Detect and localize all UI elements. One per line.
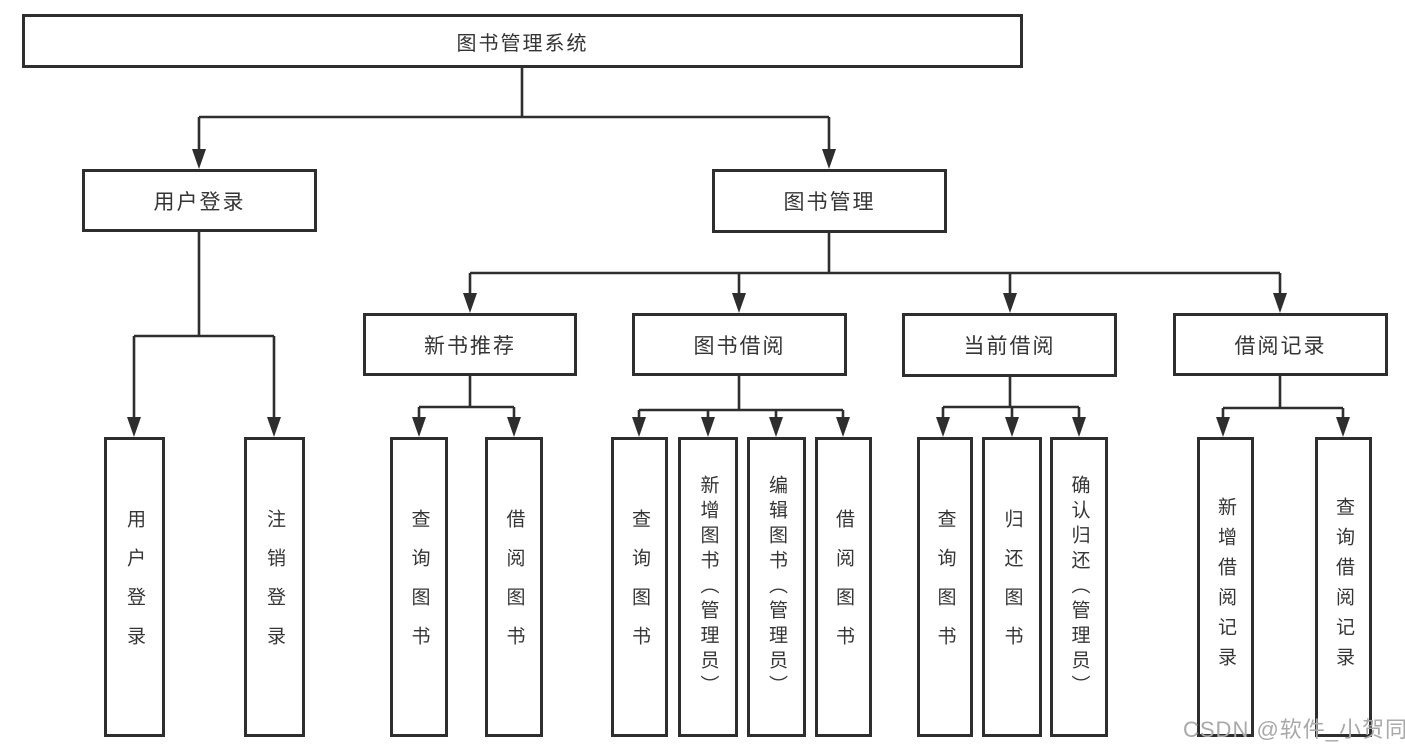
- node-root: 图书管理系统: [22, 14, 1023, 68]
- leaf-logout-label: 注销登录: [264, 509, 285, 665]
- leaf-add-book-admin: 新增图书（管理员）: [678, 437, 738, 737]
- leaf-query-books-3: 查询图书: [917, 437, 973, 737]
- leaf-user-login-label: 用户登录: [124, 509, 145, 665]
- leaf-edit-book-admin-label: 编辑图书（管理员）: [766, 474, 787, 700]
- leaf-add-borrow-record-label: 新增借阅记录: [1215, 497, 1236, 677]
- leaf-edit-book-admin: 编辑图书（管理员）: [747, 437, 806, 737]
- leaf-query-books-1: 查询图书: [390, 437, 448, 737]
- leaf-borrow-books-1: 借阅图书: [485, 437, 543, 737]
- leaf-return-book: 归还图书: [982, 437, 1042, 737]
- leaf-query-books-2-label: 查询图书: [629, 509, 650, 665]
- leaf-logout: 注销登录: [244, 437, 305, 737]
- csdn-watermark: CSDN @软件_小贺同学: [1183, 717, 1405, 742]
- leaf-user-login: 用户登录: [104, 437, 165, 737]
- leaf-query-borrow-record: 查询借阅记录: [1315, 437, 1372, 737]
- leaf-query-books-1-label: 查询图书: [408, 509, 430, 665]
- node-user-login: 用户登录: [82, 169, 317, 232]
- leaf-add-borrow-record: 新增借阅记录: [1197, 437, 1254, 737]
- leaf-confirm-return-admin: 确认归还（管理员）: [1050, 437, 1108, 737]
- leaf-borrow-books-2-label: 借阅图书: [833, 509, 854, 665]
- node-current-borrow: 当前借阅: [902, 313, 1117, 377]
- node-new-book-recommend: 新书推荐: [363, 313, 577, 376]
- leaf-query-borrow-record-label: 查询借阅记录: [1333, 497, 1354, 677]
- node-borrow-records: 借阅记录: [1173, 313, 1388, 376]
- leaf-borrow-books-2: 借阅图书: [815, 437, 872, 737]
- node-book-management: 图书管理: [712, 169, 947, 233]
- leaf-query-books-2: 查询图书: [611, 437, 668, 737]
- leaf-return-book-label: 归还图书: [1001, 509, 1023, 665]
- leaf-borrow-books-1-label: 借阅图书: [503, 509, 525, 665]
- node-book-borrow: 图书借阅: [632, 313, 847, 376]
- leaf-confirm-return-admin-label: 确认归还（管理员）: [1068, 474, 1090, 700]
- leaf-add-book-admin-label: 新增图书（管理员）: [697, 474, 719, 700]
- leaf-query-books-3-label: 查询图书: [934, 509, 956, 665]
